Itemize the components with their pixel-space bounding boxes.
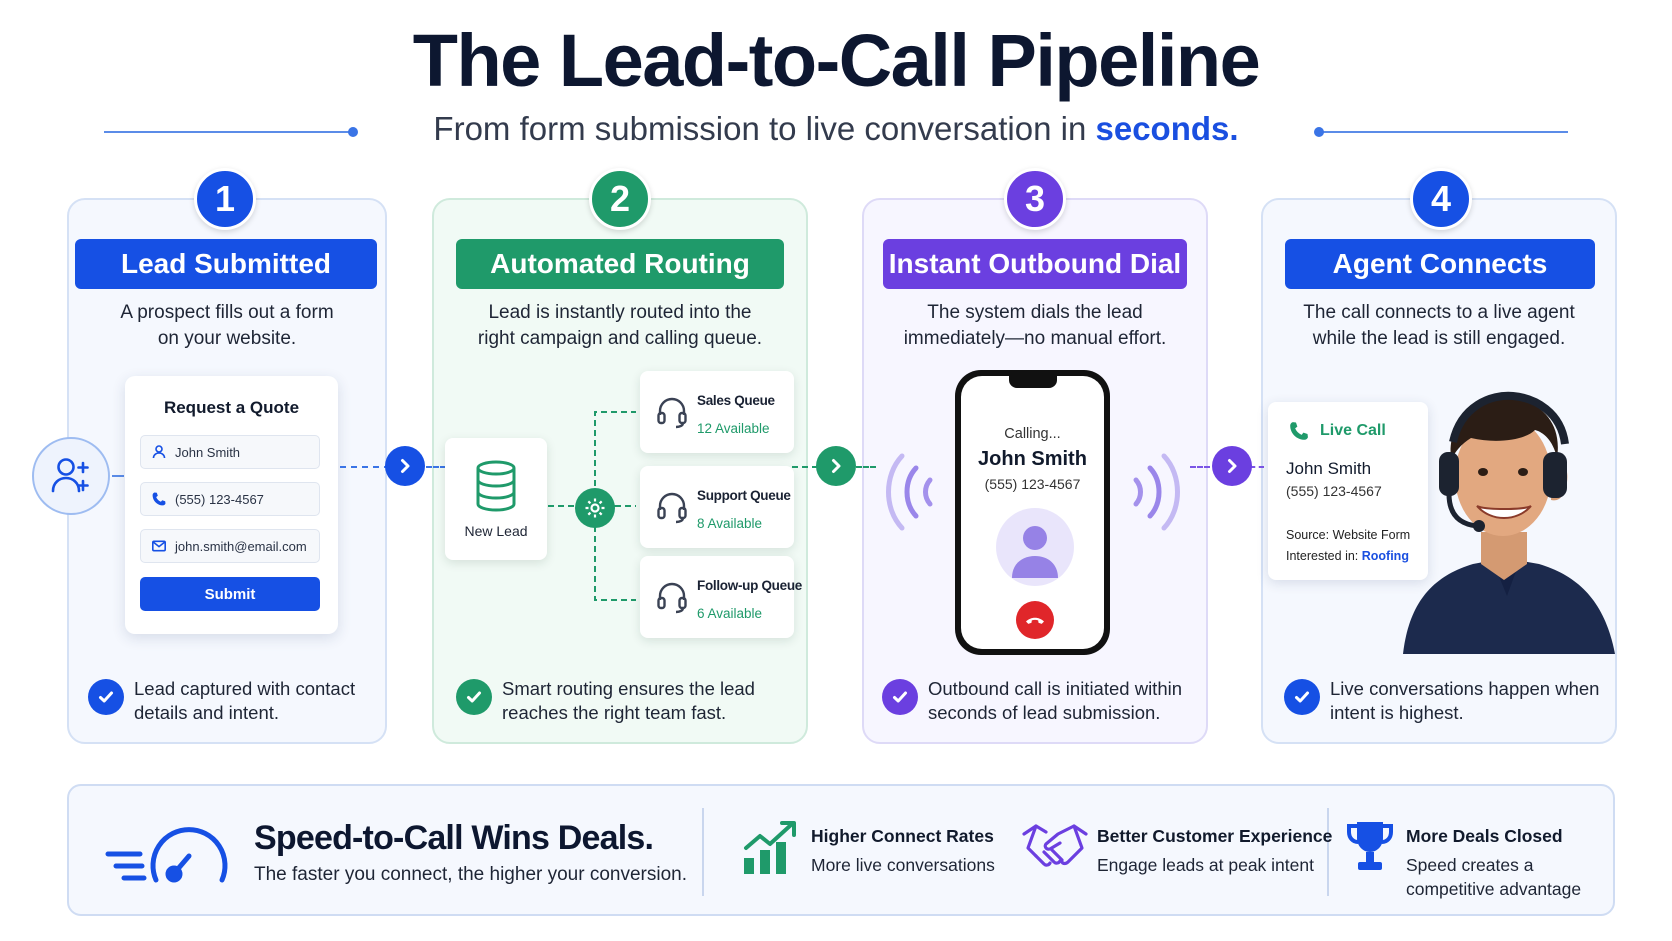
trophy-icon <box>1347 822 1393 870</box>
step-number-2: 2 <box>589 168 651 230</box>
chevron-right-icon <box>1212 446 1252 486</box>
gear-icon <box>575 488 615 528</box>
check-icon <box>88 679 124 715</box>
hang-up-icon <box>1026 617 1044 624</box>
check-icon <box>1284 679 1320 715</box>
handshake-icon <box>1022 824 1088 867</box>
speedometer-icon <box>105 827 228 883</box>
user-icon <box>152 445 166 459</box>
check-icon <box>456 679 492 715</box>
hang-up-button[interactable] <box>1016 601 1054 639</box>
step-desc-3: The system dials the lead immediately—no… <box>903 302 1167 349</box>
add-user-icon <box>32 437 110 515</box>
live-call-number: (555) 123-4567 <box>1286 483 1382 499</box>
summary-banner <box>67 784 1615 916</box>
phone-screen: Calling... John Smith (555) 123-4567 <box>961 376 1104 649</box>
lead-source: Source: Website Form <box>1286 528 1411 542</box>
connector-dash <box>792 466 818 468</box>
step-number-4: 4 <box>1410 168 1472 230</box>
divider <box>702 808 704 896</box>
smartphone: Calling... John Smith (555) 123-4567 <box>955 370 1110 655</box>
live-call-title: Live Call <box>1320 422 1386 439</box>
step-desc-4: The call connects to a live agent while … <box>1303 302 1575 349</box>
form-title: Request a Quote <box>163 398 300 417</box>
feature-text-2: Engage leads at peak intent <box>1097 855 1314 875</box>
headset-icon <box>657 397 687 429</box>
mail-icon <box>151 540 166 552</box>
bar-chart-up-icon <box>744 821 796 874</box>
queue-card-sales: Sales Queue 12 Available <box>640 371 794 453</box>
avatar <box>996 508 1074 586</box>
connector-dash <box>1190 466 1210 468</box>
page-title: The Lead-to-Call Pipeline <box>412 19 1261 102</box>
phone-field[interactable]: (555) 123-4567 <box>140 482 320 516</box>
step-desc-1: A prospect fills out a form on your webs… <box>120 302 334 349</box>
summary-headline: Speed-to-Call Wins Deals. <box>254 819 654 857</box>
step-number-1: 1 <box>194 168 256 230</box>
connector-dash <box>426 466 446 468</box>
new-lead-label: New Lead <box>464 523 528 539</box>
email-field[interactable]: john.smith@email.com <box>140 529 320 563</box>
queue-card-support: Support Queue 8 Available <box>640 466 794 548</box>
name-field[interactable]: John Smith <box>140 435 320 469</box>
step-title-4: Agent Connects <box>1285 239 1595 289</box>
step-number-3: 3 <box>1004 168 1066 230</box>
feature-title-2: Better Customer Experience <box>1097 826 1333 846</box>
caller-name: John Smith <box>978 448 1087 470</box>
chevron-right-icon <box>816 446 856 486</box>
feature-text-1: More live conversations <box>811 855 995 875</box>
step-title-1: Lead Submitted <box>75 239 377 289</box>
step-title-3: Instant Outbound Dial <box>883 239 1187 289</box>
new-lead-box: New Lead <box>445 438 547 560</box>
phone-icon <box>1290 422 1308 440</box>
caller-number: (555) 123-4567 <box>984 476 1081 492</box>
feature-text-3: Speed creates a competitive advantage <box>1406 855 1582 899</box>
header-rule-left <box>104 127 358 137</box>
headset-icon <box>657 492 687 524</box>
submit-button[interactable]: Submit <box>140 577 320 611</box>
connector-dash <box>112 475 124 477</box>
live-call-name: John Smith <box>1286 459 1372 478</box>
subtitle-text: From form submission to live conversatio… <box>433 110 1087 147</box>
database-icon <box>476 460 516 512</box>
signal-waves-icon <box>1133 453 1180 531</box>
feature-title-3: More Deals Closed <box>1406 826 1563 846</box>
connector-dash <box>1250 466 1264 468</box>
summary-subline: The faster you connect, the higher your … <box>254 864 688 885</box>
connector-dash <box>340 466 390 468</box>
feature-title-1: Higher Connect Rates <box>811 826 994 846</box>
quote-form: Request a Quote John Smith (555) 123-456… <box>125 376 338 634</box>
live-call-card: Live Call John Smith (555) 123-4567 Sour… <box>1268 402 1428 580</box>
queue-card-followup: Follow-up Queue 6 Available <box>640 556 802 638</box>
chevron-right-icon <box>385 446 425 486</box>
step-title-2: Automated Routing <box>456 239 784 289</box>
page-subtitle: From form submission to live conversatio… <box>0 110 1672 148</box>
step-desc-2: Lead is instantly routed into the right … <box>477 302 763 349</box>
check-icon <box>882 679 918 715</box>
signal-waves-icon <box>886 453 933 531</box>
divider <box>1327 808 1329 896</box>
headset-icon <box>657 582 687 614</box>
lead-interest: Interested in: Roofing <box>1286 549 1409 563</box>
subtitle-highlight: seconds. <box>1095 110 1239 147</box>
connector-dash <box>856 466 876 468</box>
agent-avatar <box>1393 382 1615 654</box>
phone-icon <box>152 492 166 506</box>
call-status: Calling... <box>1004 426 1061 442</box>
header-rule-right <box>1314 127 1568 137</box>
